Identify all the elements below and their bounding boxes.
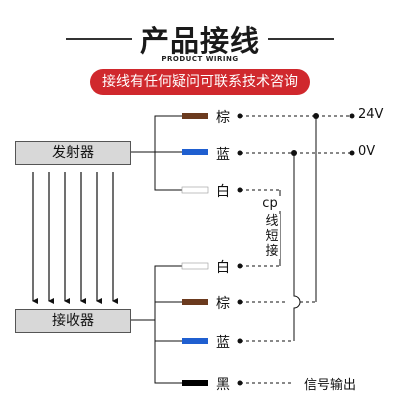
receiver-branch: [131, 265, 182, 384]
wire-label-white-top: 白: [216, 184, 230, 200]
bus-lines: [279, 116, 317, 341]
wire-label-white-bottom: 白: [216, 260, 230, 276]
terminal-24v-label: 24V: [358, 107, 384, 122]
light-beam-arrows: [32, 172, 118, 304]
device-branches: [131, 115, 182, 384]
terminal-dot: [237, 187, 243, 193]
wire-label-blue-top: 蓝: [216, 147, 230, 163]
emitter-branch: [131, 115, 182, 191]
wire-brown-bottom: [182, 299, 208, 305]
bus-0v: [293, 153, 301, 341]
emitter-box: 发射器: [15, 141, 131, 165]
page-subtitle: PRODUCT WIRING: [161, 55, 239, 63]
page-title: 产品接线: [139, 24, 260, 58]
terminal-dot: [237, 380, 243, 386]
junction-dot: [313, 113, 319, 119]
junction-dot: [349, 150, 355, 156]
receiver-box: 接收器: [15, 309, 131, 333]
junction-dot: [291, 150, 297, 156]
terminal-dot: [237, 150, 243, 156]
wire-segments: [181, 113, 209, 386]
wire-white-bottom: [181, 262, 209, 270]
wire-blue-bottom: [182, 338, 208, 344]
title-rule-left: [66, 38, 132, 40]
terminal-dots: [237, 113, 355, 386]
wire-label-brown-bottom: 棕: [216, 296, 230, 312]
dashed-leads: [240, 115, 352, 384]
junction-dot: [349, 113, 355, 119]
terminal-dot: [237, 299, 243, 305]
wire-label-brown-top: 棕: [216, 110, 230, 126]
signal-output-label: 信号输出: [304, 378, 357, 393]
wire-white-top: [181, 186, 209, 194]
terminal-dot: [237, 113, 243, 119]
wire-blue-top: [182, 149, 208, 155]
terminal-dot: [237, 263, 243, 269]
title-rule-right: [268, 38, 334, 40]
short-note-text: 线短接: [264, 214, 280, 259]
support-banner: 接线有任何疑问可联系技术咨询: [90, 69, 310, 95]
terminal-dot: [237, 338, 243, 344]
wire-brown-top: [182, 113, 208, 119]
wire-label-black: 黑: [216, 377, 230, 393]
wire-label-blue-bottom: 蓝: [216, 335, 230, 351]
short-note-cp: cp: [256, 196, 284, 211]
terminal-0v-label: 0V: [358, 144, 376, 159]
wire-black: [182, 380, 208, 386]
